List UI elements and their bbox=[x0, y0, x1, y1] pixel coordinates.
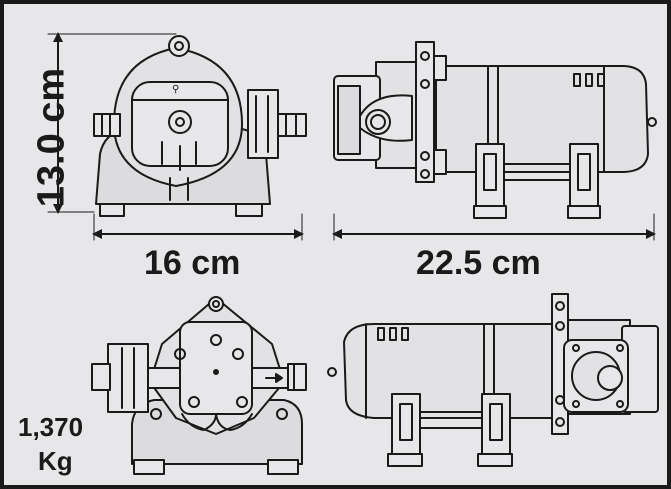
length-dimension-line bbox=[332, 213, 656, 241]
pump-side-view bbox=[333, 41, 657, 219]
width-dimension-line bbox=[92, 213, 304, 241]
weight-value: 1,370 bbox=[18, 412, 84, 442]
height-dimension-line bbox=[47, 32, 177, 214]
height-label: 13.0 cm bbox=[30, 67, 73, 208]
weight-unit: Kg bbox=[38, 446, 73, 476]
pump-front-view: ⚲ bbox=[93, 35, 307, 217]
length-label: 22.5 cm bbox=[416, 244, 541, 282]
width-label: 16 cm bbox=[144, 244, 241, 282]
pump-rear-view bbox=[327, 293, 659, 467]
pump-top-view bbox=[91, 296, 307, 475]
pump-drawings: ⚲ bbox=[47, 32, 659, 475]
svg-text:⚲: ⚲ bbox=[172, 84, 179, 95]
